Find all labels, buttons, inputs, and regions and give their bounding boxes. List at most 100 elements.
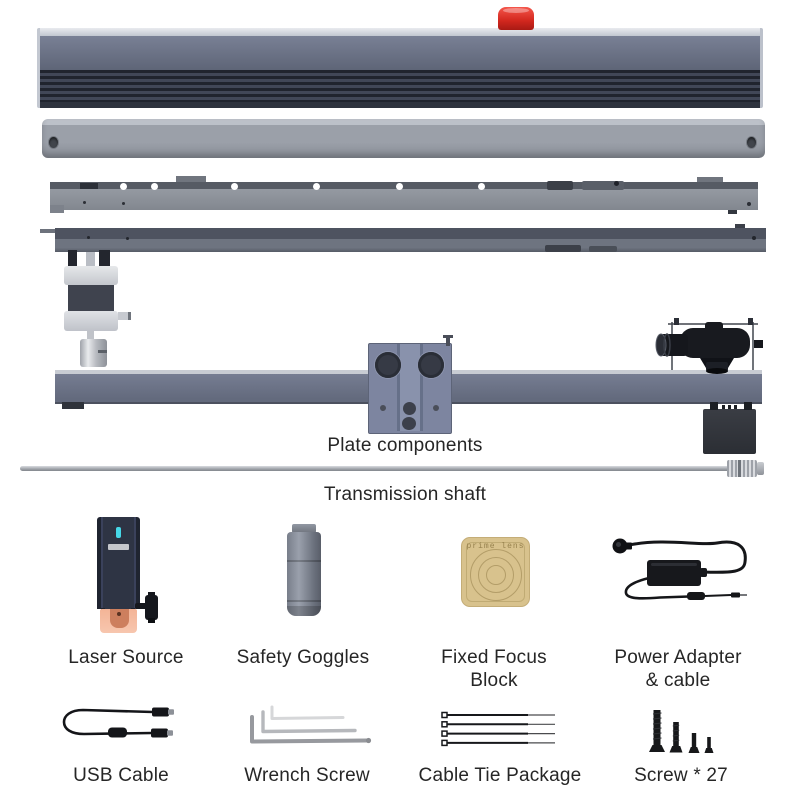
rail-hole — [396, 183, 403, 190]
rail-hole — [231, 183, 238, 190]
motor-box-post — [744, 402, 752, 410]
plate-wheel-right — [418, 352, 444, 378]
usb-cable-label: USB Cable — [73, 765, 169, 786]
plate-hole-mid — [402, 417, 416, 430]
x-rail-upper — [50, 176, 758, 214]
rail-bracket-right — [697, 177, 723, 183]
motor-post — [99, 250, 110, 267]
rail-hole — [151, 183, 158, 190]
laser-connector-bolt — [148, 592, 155, 596]
safety-goggles-label: Safety Goggles — [236, 647, 370, 668]
rail-carriage-block — [582, 181, 624, 190]
screws-label: Screw * 27 — [634, 765, 728, 786]
focus-ring-middle — [478, 557, 514, 593]
rail-tab-bottom-right — [728, 210, 737, 214]
plate-pin-head — [443, 335, 453, 338]
rail-top-band — [50, 182, 758, 189]
beam-bottom-edge — [40, 102, 760, 108]
motor-box-post — [710, 402, 718, 410]
button-highlight — [503, 8, 529, 13]
case-bottom — [287, 606, 321, 616]
rail-screw-dot — [83, 201, 86, 204]
laser-cable-arm — [135, 603, 149, 609]
motor-connector — [118, 312, 131, 320]
crossbeam — [42, 119, 765, 158]
plate-pin — [446, 337, 450, 346]
focus-ring-inner — [486, 565, 506, 585]
laser-source-label: Laser Source — [68, 647, 184, 668]
rail-body — [55, 228, 766, 252]
plate-hole-mid — [403, 402, 416, 415]
motor-shaft-bottom — [87, 331, 94, 340]
emergency-stop-button — [498, 7, 534, 30]
rail-screw-dot — [752, 236, 756, 240]
case-seam — [287, 560, 321, 562]
laser-logo — [108, 544, 129, 550]
laser-led — [116, 527, 121, 538]
laser-source-illustration — [95, 515, 165, 637]
case-seam — [287, 600, 321, 602]
stepper-motor-assembly — [60, 250, 131, 370]
cable-tie-package-label: Cable Tie Package — [418, 765, 582, 786]
rail-dark-fitting — [80, 183, 98, 189]
wrench-screw-label: Wrench Screw — [244, 765, 370, 786]
power-adapter-illustration — [612, 538, 747, 600]
laser-nozzle-hole — [117, 612, 121, 616]
motor-bottom-flange — [64, 311, 118, 331]
transmission-shaft-rod — [20, 466, 746, 471]
fixed-focus-block-illustration: prime lens — [461, 537, 530, 607]
plate-components-label: Plate components — [327, 435, 483, 456]
beam-ribs — [40, 70, 760, 102]
laser-heatsink-core — [110, 609, 129, 628]
rail-screw-dot — [87, 236, 90, 239]
motor-post — [68, 250, 77, 267]
crossbeam-hole-right — [747, 137, 756, 148]
fixed-focus-block-label: Fixed Focus Block — [441, 647, 547, 691]
rail-carriage-block — [547, 181, 573, 190]
plate-wheel-left — [375, 352, 401, 378]
safety-goggles-illustration — [287, 524, 321, 618]
crossbeam-hole-left — [49, 137, 58, 148]
coupler-groove — [738, 460, 741, 477]
goggles-case-cap — [292, 524, 316, 533]
motor-box-right — [703, 409, 756, 454]
rail-hole — [120, 183, 127, 190]
frame-beam-top — [37, 28, 763, 108]
rail-tab-top-right — [735, 224, 745, 228]
plate-hole-small — [433, 405, 439, 411]
focus-block-engraving-text: prime lens — [466, 542, 525, 551]
rail-hole — [478, 183, 485, 190]
coupling-slot — [98, 350, 107, 353]
shaft-coupling — [80, 339, 107, 367]
shaft-coupler-end — [727, 460, 757, 477]
laser-connector-tip — [148, 618, 155, 623]
rail-bracket-left — [176, 176, 206, 183]
rail-screw-dot — [747, 202, 751, 206]
rail-hole — [313, 183, 320, 190]
focus-block-inner-outline — [466, 542, 525, 602]
rail-carriage — [589, 246, 617, 252]
power-adapter-label: Power Adapter & cable — [614, 647, 742, 691]
motor-top-flange — [64, 266, 118, 285]
rail-carriage — [545, 245, 581, 252]
x-rail-lower — [40, 224, 766, 254]
cable-tie-illustration — [441, 711, 555, 747]
beam-body — [40, 36, 760, 70]
motor-box-pins — [722, 405, 740, 409]
wrench-screw-illustration — [250, 705, 372, 744]
shaft-coupler-tip — [757, 462, 764, 475]
focus-ring-outer — [470, 549, 522, 601]
rail-bolt — [614, 181, 619, 186]
goggles-case-body — [287, 532, 321, 616]
usb-cable-illustration — [62, 707, 174, 738]
blower-assembly — [655, 318, 763, 374]
beam-top-plate — [40, 28, 760, 36]
motor-shaft-top — [86, 252, 95, 267]
gantry-plate — [368, 335, 453, 434]
transmission-shaft-label: Transmission shaft — [323, 484, 487, 505]
screws-illustration — [649, 710, 714, 753]
plate-beam-foot — [62, 402, 84, 409]
rail-left-step — [50, 205, 64, 213]
motor-body — [68, 285, 114, 311]
